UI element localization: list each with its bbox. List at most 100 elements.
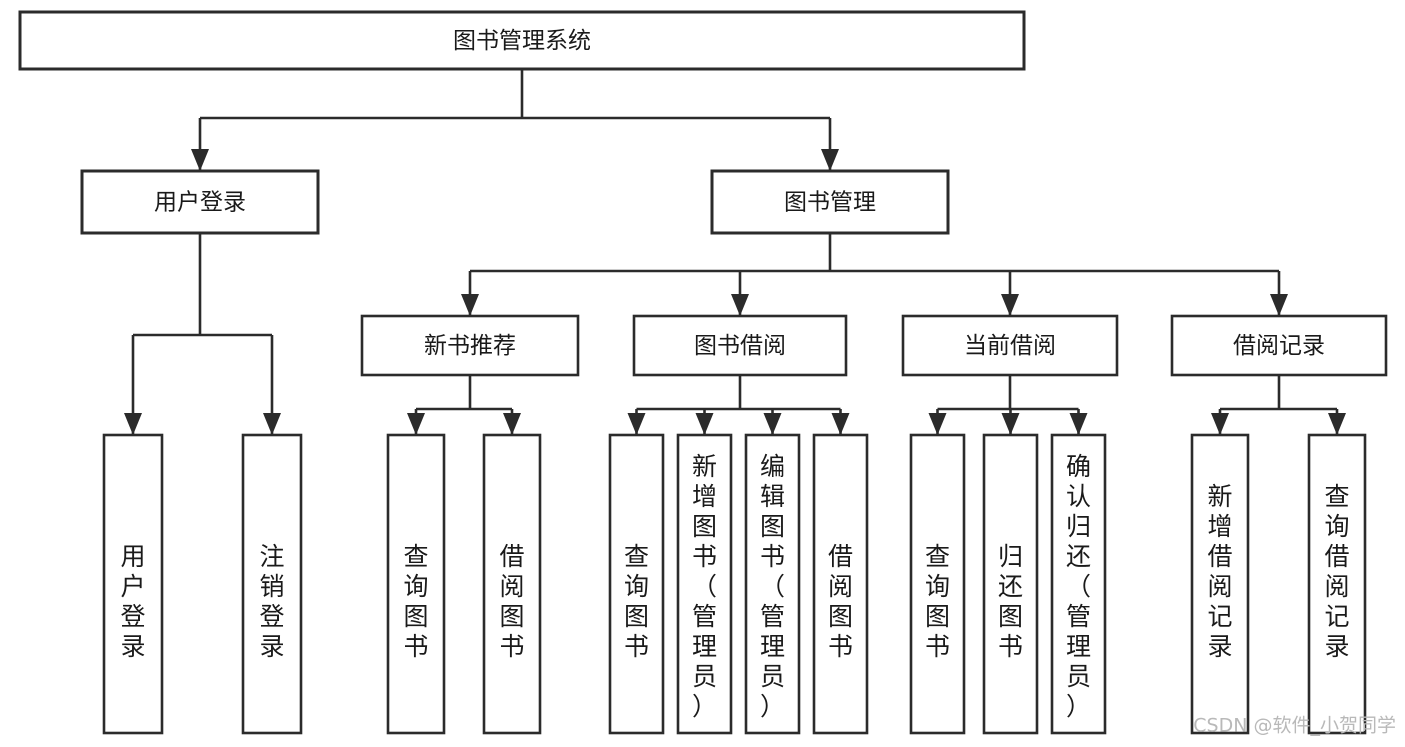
node-label-char: 图	[403, 602, 428, 631]
node-label-char: 图	[499, 602, 524, 631]
node-box-borrow-edit-book	[744, 433, 801, 735]
node-label-char: 图	[998, 602, 1023, 631]
node-label-char: 询	[1324, 512, 1349, 541]
arrowhead-icon	[821, 149, 839, 171]
node-label-char: 增	[692, 482, 717, 511]
node-label-char: 认	[1066, 482, 1091, 511]
node-label-char: 书	[998, 632, 1023, 661]
node-box-borrow-add-book	[676, 433, 733, 735]
node-label-char: 阅	[1324, 572, 1349, 601]
node-label-char: 书	[403, 632, 428, 661]
node-label-char: 图	[828, 602, 853, 631]
arrowhead-icon	[263, 413, 281, 435]
node-box-new-book-recommend	[360, 314, 580, 377]
node-label-book-management: 图书管理	[784, 190, 876, 216]
node-label-char: 查	[403, 542, 428, 571]
arrowhead-icon	[407, 413, 425, 435]
node-current-borrow[interactable]: 当前借阅	[901, 314, 1119, 377]
node-label-char: 书	[692, 542, 717, 571]
connector-layer	[124, 69, 1346, 435]
node-label-char: 记	[1324, 602, 1349, 631]
node-label-char: 查	[925, 542, 950, 571]
arrowhead-icon	[191, 149, 209, 171]
arrowhead-icon	[1001, 294, 1019, 316]
node-label-char: 理	[760, 632, 785, 661]
node-label-char: 员	[1066, 662, 1091, 691]
arrowhead-icon	[695, 413, 714, 435]
node-book-management[interactable]: 图书管理	[710, 169, 950, 235]
node-label-char: 管	[1066, 602, 1091, 631]
node-label-char: 注	[259, 542, 284, 571]
node-borrow-record[interactable]: 借阅记录	[1170, 314, 1388, 377]
node-label-char: 销	[259, 572, 284, 601]
node-label-char: 书	[499, 632, 524, 661]
node-label-char: 增	[1207, 512, 1232, 541]
node-label-char: 书	[925, 632, 950, 661]
node-label-char: 阅	[499, 572, 524, 601]
node-label-char: 编	[760, 452, 785, 481]
node-box-record-query	[1307, 433, 1367, 735]
arrowhead-icon	[1069, 413, 1088, 435]
node-label-char: 录	[1324, 632, 1349, 661]
node-label-char: 图	[692, 512, 717, 541]
node-label-root: 图书管理系统	[453, 28, 591, 54]
node-new-book-recommend[interactable]: 新书推荐	[360, 314, 580, 377]
node-label-user-login: 用户登录	[154, 190, 246, 216]
node-label-char: ）	[760, 692, 785, 721]
node-label-new-book-recommend: 新书推荐	[424, 333, 516, 359]
node-box-current-confirm-return	[1050, 433, 1107, 735]
node-book-borrow[interactable]: 图书借阅	[632, 314, 848, 377]
node-label-char: 借	[1324, 542, 1349, 571]
arrowhead-icon	[503, 413, 521, 435]
node-label-char: 图	[624, 602, 649, 631]
node-box-current-borrow	[901, 314, 1119, 377]
node-label-char: 归	[1066, 512, 1091, 541]
node-label-char: 还	[998, 572, 1023, 601]
node-label-char: 理	[1066, 632, 1091, 661]
node-label-current-borrow: 当前借阅	[964, 333, 1056, 359]
arrowhead-icon	[928, 413, 947, 435]
node-label-char: 员	[760, 662, 785, 691]
node-label-char: 新	[1207, 482, 1232, 511]
node-user-login[interactable]: 用户登录	[80, 169, 320, 235]
node-box-root	[18, 10, 1026, 71]
node-label-char: 借	[1207, 542, 1232, 571]
node-box-borrow-record	[1170, 314, 1388, 377]
node-label-char: 借	[499, 542, 524, 571]
node-label-char: 图	[925, 602, 950, 631]
arrowhead-icon	[1211, 413, 1229, 435]
node-root[interactable]: 图书管理系统	[18, 10, 1026, 71]
node-label-char: 用	[120, 542, 145, 571]
node-box-book-borrow	[632, 314, 848, 377]
node-label-char: 归	[998, 542, 1023, 571]
node-label-char: 图	[760, 512, 785, 541]
node-label-char: 借	[828, 542, 853, 571]
arrowhead-icon	[1328, 413, 1346, 435]
node-user-login-login[interactable]: 用户登录	[102, 433, 164, 735]
arrowhead-icon	[831, 413, 850, 435]
node-box-user-login-logout	[241, 433, 303, 735]
arrowhead-icon	[1001, 413, 1020, 435]
node-label-char: 管	[760, 602, 785, 631]
node-label-char: 询	[925, 572, 950, 601]
csdn-watermark: CSDN @软件_小贺同学	[1193, 715, 1396, 737]
node-label-char: 辑	[760, 482, 785, 511]
node-label-char: 询	[624, 572, 649, 601]
node-box-record-add	[1190, 433, 1250, 735]
node-box-current-query-book	[909, 433, 966, 735]
arrowhead-icon	[1270, 294, 1288, 316]
node-label-char: 户	[120, 572, 145, 601]
